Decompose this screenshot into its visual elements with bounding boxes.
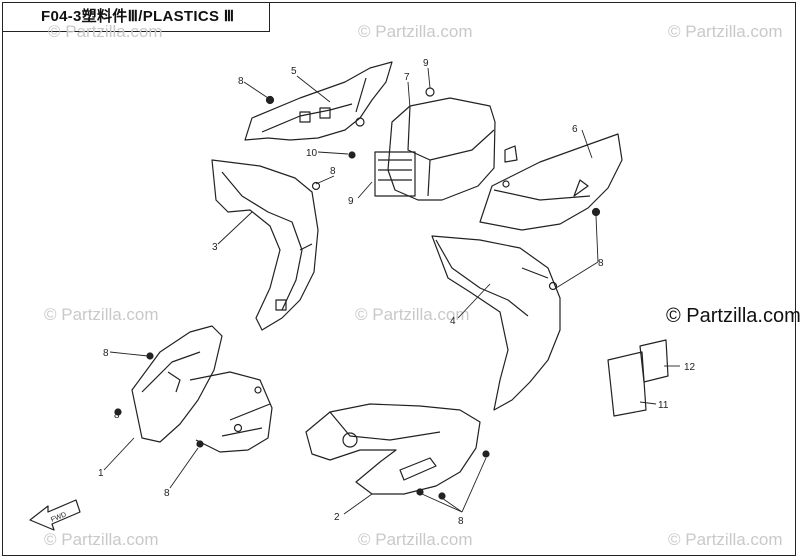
part-12-decal [639, 339, 669, 383]
callout-4: 4 [450, 316, 456, 327]
callout-10: 10 [306, 148, 318, 159]
callout-7: 7 [404, 72, 410, 83]
callout-8: 8 [238, 76, 244, 87]
watermark: © Partzilla.com [355, 305, 470, 324]
part-6-right-panel [479, 133, 623, 231]
callout-3: 3 [212, 242, 218, 253]
fwd-label: FWD [50, 511, 67, 523]
diagram-title: F04-3塑料件Ⅲ/PLASTICS Ⅲ [2, 2, 270, 32]
callout-9: 9 [348, 196, 354, 207]
part-11-decal [607, 351, 647, 417]
watermark: © Partzilla.com [358, 22, 473, 41]
part-7-box-cover [348, 87, 518, 201]
callout-8: 8 [114, 410, 120, 421]
watermark: © Partzilla.com [44, 530, 159, 549]
part-5-panel [244, 61, 393, 141]
fwd-arrow-icon [29, 499, 81, 531]
callout-6: 6 [572, 124, 578, 135]
watermark: © Partzilla.com [44, 305, 159, 324]
watermark: © Partzilla.com [668, 530, 783, 549]
callout-8: 8 [330, 166, 336, 177]
watermark: © Partzilla.com [358, 530, 473, 549]
callout-11: 11 [658, 400, 669, 411]
part-2-lower-right-panel [305, 403, 490, 500]
part-4-right-cowl [431, 235, 561, 411]
watermark: © Partzilla.com [668, 22, 783, 41]
callout-1: 1 [98, 468, 104, 479]
part-1-lower-left-panel [114, 325, 273, 453]
callout-5: 5 [291, 66, 297, 77]
callout-12: 12 [684, 362, 696, 373]
callout-8: 8 [458, 516, 464, 527]
callout-9: 9 [423, 58, 429, 69]
callout-8: 8 [103, 348, 109, 359]
watermark: © Partzilla.com [48, 22, 163, 41]
watermark-large: © Partzilla.com [666, 305, 800, 327]
callout-8: 8 [164, 488, 170, 499]
callout-2: 2 [334, 512, 340, 523]
part-3-left-cowl [211, 159, 321, 331]
callout-8: 8 [598, 258, 604, 269]
